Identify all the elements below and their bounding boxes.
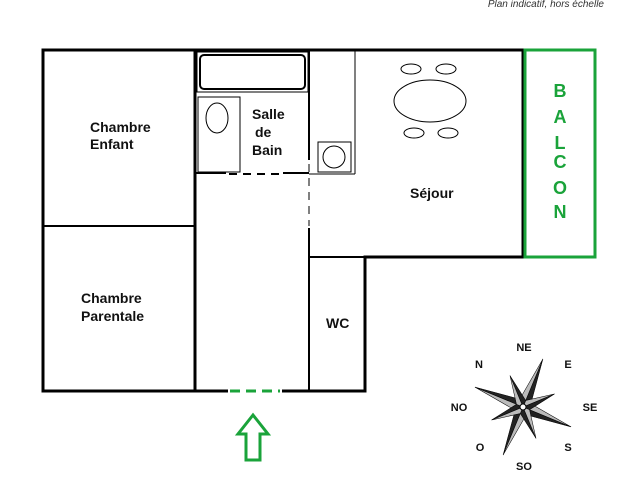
washbasin [205, 102, 229, 134]
door-openings [194, 164, 310, 250]
bath-outline [196, 51, 309, 93]
balcony-letter: L [555, 133, 566, 153]
entrance-arrow-icon [234, 412, 272, 462]
compass-label-so: SO [516, 461, 532, 473]
dining-table [393, 63, 467, 139]
room-label-sejour: Séjour [410, 185, 454, 201]
compass-rose-icon [474, 358, 572, 456]
balcony-letter: A [554, 107, 567, 127]
compass-label-e: E [564, 359, 571, 371]
plan-note: Plan indicatif, hors échelle [487, 0, 604, 10]
compass-label-s: S [564, 442, 571, 454]
washbasin-box [197, 96, 241, 173]
balcony-letter: N [554, 202, 567, 222]
compass-label-no: NO [451, 402, 468, 414]
bathtub [199, 54, 306, 90]
balcony-outline [523, 48, 597, 259]
kitchen-sink [322, 145, 346, 169]
room-label-chambre-enfant-1: Chambre [90, 119, 151, 135]
room-label-salle-de-bain-1: Salle [252, 106, 285, 122]
balcony-letter: B [554, 81, 567, 101]
room-label-chambre-parentale-1: Chambre [81, 290, 142, 306]
room-label-chambre-parentale-2: Parentale [81, 308, 144, 324]
compass-label-se: SE [583, 402, 598, 414]
room-label-wc: WC [326, 315, 349, 331]
walls [41, 48, 525, 393]
room-label-chambre-enfant-2: Enfant [90, 136, 134, 152]
kitchen-sink-box [317, 141, 352, 173]
compass-label-n: N [475, 359, 483, 371]
room-label-salle-de-bain-2: de [255, 124, 272, 140]
balcony-letter: C [554, 152, 567, 172]
balcony-letter: O [553, 178, 567, 198]
room-label-salle-de-bain-3: Bain [252, 142, 282, 158]
compass-label-ne: NE [516, 342, 531, 354]
balcony-label: B A L C O N [553, 81, 567, 222]
compass-label-o: O [476, 442, 485, 454]
